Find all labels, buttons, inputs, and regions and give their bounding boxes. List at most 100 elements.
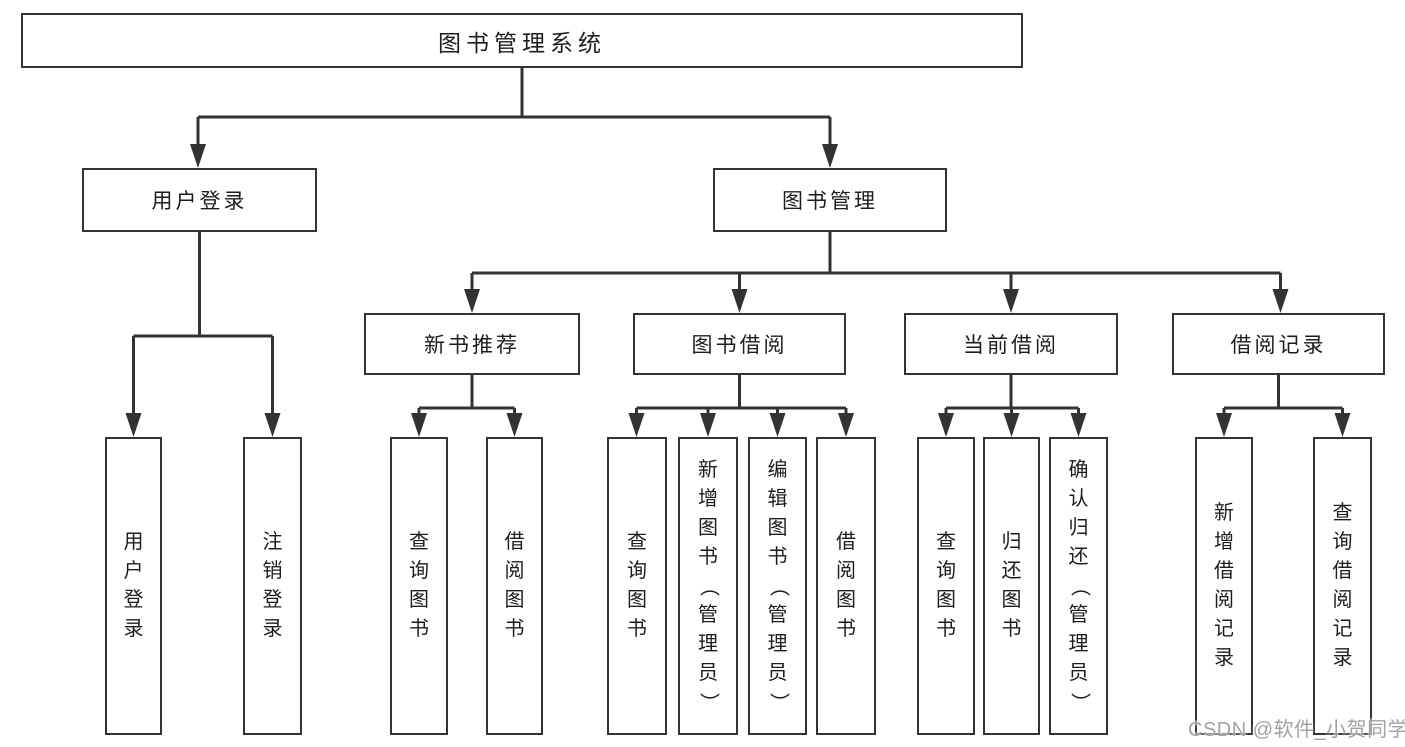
vertical-char: 阅 <box>1214 589 1234 611</box>
vertical-char: 员 <box>767 661 788 684</box>
vertical-char: 用 <box>123 531 144 553</box>
node-book-management: 图书管理 <box>713 168 947 232</box>
vertical-char: 记 <box>1332 618 1353 640</box>
vertical-char: 图 <box>698 516 718 539</box>
vertical-char: 询 <box>409 560 429 582</box>
leaf-confirm-return-admin: 确认归还 （ 管理员 ） <box>1049 437 1108 735</box>
vertical-char: （ <box>697 576 720 596</box>
vertical-char: 查 <box>1332 502 1353 524</box>
leaf-add-borrow-record: 新增借阅记录 <box>1195 437 1253 735</box>
vertical-char: 归 <box>1068 516 1089 539</box>
vertical-char: 借 <box>1214 560 1234 582</box>
vertical-char: 图 <box>836 589 856 611</box>
vertical-char: ） <box>1068 692 1090 712</box>
vertical-char: 增 <box>1214 531 1234 553</box>
vertical-char: 书 <box>767 545 788 568</box>
node-new-book-recommend: 新书推荐 <box>364 313 580 375</box>
vertical-char: 管 <box>1068 603 1089 626</box>
vertical-char: 图 <box>504 589 525 611</box>
vertical-char: 图 <box>409 589 429 611</box>
root-label: 图书管理系统 <box>438 29 606 56</box>
vertical-char: 销 <box>262 560 283 582</box>
node-book-borrow-label: 图书借阅 <box>691 334 788 357</box>
node-borrow-records: 借阅记录 <box>1172 313 1385 375</box>
watermark: CSDN @软件_小贺同学 <box>1188 719 1405 741</box>
vertical-char: 登 <box>123 589 144 611</box>
vertical-char: 记 <box>1214 618 1234 640</box>
vertical-char: 图 <box>767 516 788 539</box>
vertical-char: （ <box>1068 576 1090 596</box>
vertical-char: 录 <box>1214 647 1234 669</box>
leaf-edit-book-admin: 编辑图书 （ 管理员 ） <box>748 437 807 735</box>
vertical-char: 还 <box>1001 560 1022 582</box>
vertical-char: 书 <box>504 618 525 640</box>
vertical-char: 书 <box>936 618 956 640</box>
vertical-char: 阅 <box>1332 589 1353 611</box>
vertical-char: 借 <box>1332 560 1353 582</box>
vertical-char: 阅 <box>836 560 856 582</box>
vertical-char: 阅 <box>504 560 525 582</box>
vertical-char: 理 <box>1068 632 1089 655</box>
vertical-char: 员 <box>1068 661 1089 684</box>
node-book-management-label: 图书管理 <box>782 190 878 213</box>
vertical-char: 图 <box>936 589 956 611</box>
vertical-char: ） <box>697 692 720 712</box>
node-user-login-label: 用户登录 <box>151 190 248 213</box>
leaf-query-books-current: 查询图书 <box>917 437 975 735</box>
vertical-char: 管 <box>698 603 718 626</box>
leaf-query-borrow-record: 查询借阅记录 <box>1313 437 1372 735</box>
vertical-char: 新 <box>1214 502 1234 524</box>
vertical-char: 录 <box>123 618 144 640</box>
vertical-char: 借 <box>504 531 525 553</box>
vertical-char: 图 <box>627 589 647 611</box>
vertical-char: 注 <box>262 531 283 553</box>
vertical-char: 编 <box>767 458 788 481</box>
vertical-char: 员 <box>698 661 718 684</box>
vertical-char: 录 <box>1332 647 1353 669</box>
node-user-login: 用户登录 <box>82 168 317 232</box>
vertical-char: 归 <box>1001 531 1022 553</box>
vertical-char: 书 <box>409 618 429 640</box>
leaf-borrow-books: 借阅图书 <box>816 437 876 735</box>
vertical-char: 询 <box>627 560 647 582</box>
node-current-borrow: 当前借阅 <box>904 313 1118 375</box>
vertical-char: ） <box>767 692 789 712</box>
vertical-char: 查 <box>936 531 956 553</box>
vertical-char: 理 <box>767 632 788 655</box>
vertical-char: 录 <box>262 618 283 640</box>
vertical-char: 辑 <box>767 487 788 510</box>
leaf-return-books: 归还图书 <box>983 437 1040 735</box>
vertical-char: 查 <box>627 531 647 553</box>
leaf-query-books-borrow: 查询图书 <box>607 437 667 735</box>
node-current-borrow-label: 当前借阅 <box>963 334 1059 357</box>
vertical-char: 户 <box>123 560 144 582</box>
vertical-char: 认 <box>1068 487 1089 510</box>
vertical-char: 增 <box>698 487 718 510</box>
vertical-char: 询 <box>936 560 956 582</box>
vertical-char: 登 <box>262 589 283 611</box>
leaf-add-book-admin: 新增图书 （ 管理员 ） <box>678 437 738 735</box>
vertical-char: 理 <box>698 632 718 655</box>
node-book-borrow: 图书借阅 <box>633 313 846 375</box>
vertical-char: 书 <box>1001 618 1022 640</box>
vertical-char: 借 <box>836 531 856 553</box>
node-new-book-recommend-label: 新书推荐 <box>424 334 520 357</box>
vertical-char: 查 <box>409 531 429 553</box>
node-root: 图书管理系统 <box>21 13 1023 68</box>
leaf-logout: 注销登录 <box>243 437 302 735</box>
vertical-char: 确 <box>1068 458 1089 481</box>
vertical-char: 书 <box>627 618 647 640</box>
vertical-char: （ <box>767 576 789 596</box>
vertical-char: 询 <box>1332 531 1353 553</box>
leaf-query-books-recommend: 查询图书 <box>390 437 448 735</box>
vertical-char: 新 <box>698 458 718 481</box>
vertical-char: 还 <box>1068 545 1089 568</box>
vertical-char: 书 <box>698 545 718 568</box>
node-borrow-records-label: 借阅记录 <box>1230 334 1327 357</box>
vertical-char: 图 <box>1001 589 1022 611</box>
vertical-char: 书 <box>836 618 856 640</box>
vertical-char: 管 <box>767 603 788 626</box>
leaf-borrow-books-recommend: 借阅图书 <box>486 437 543 735</box>
